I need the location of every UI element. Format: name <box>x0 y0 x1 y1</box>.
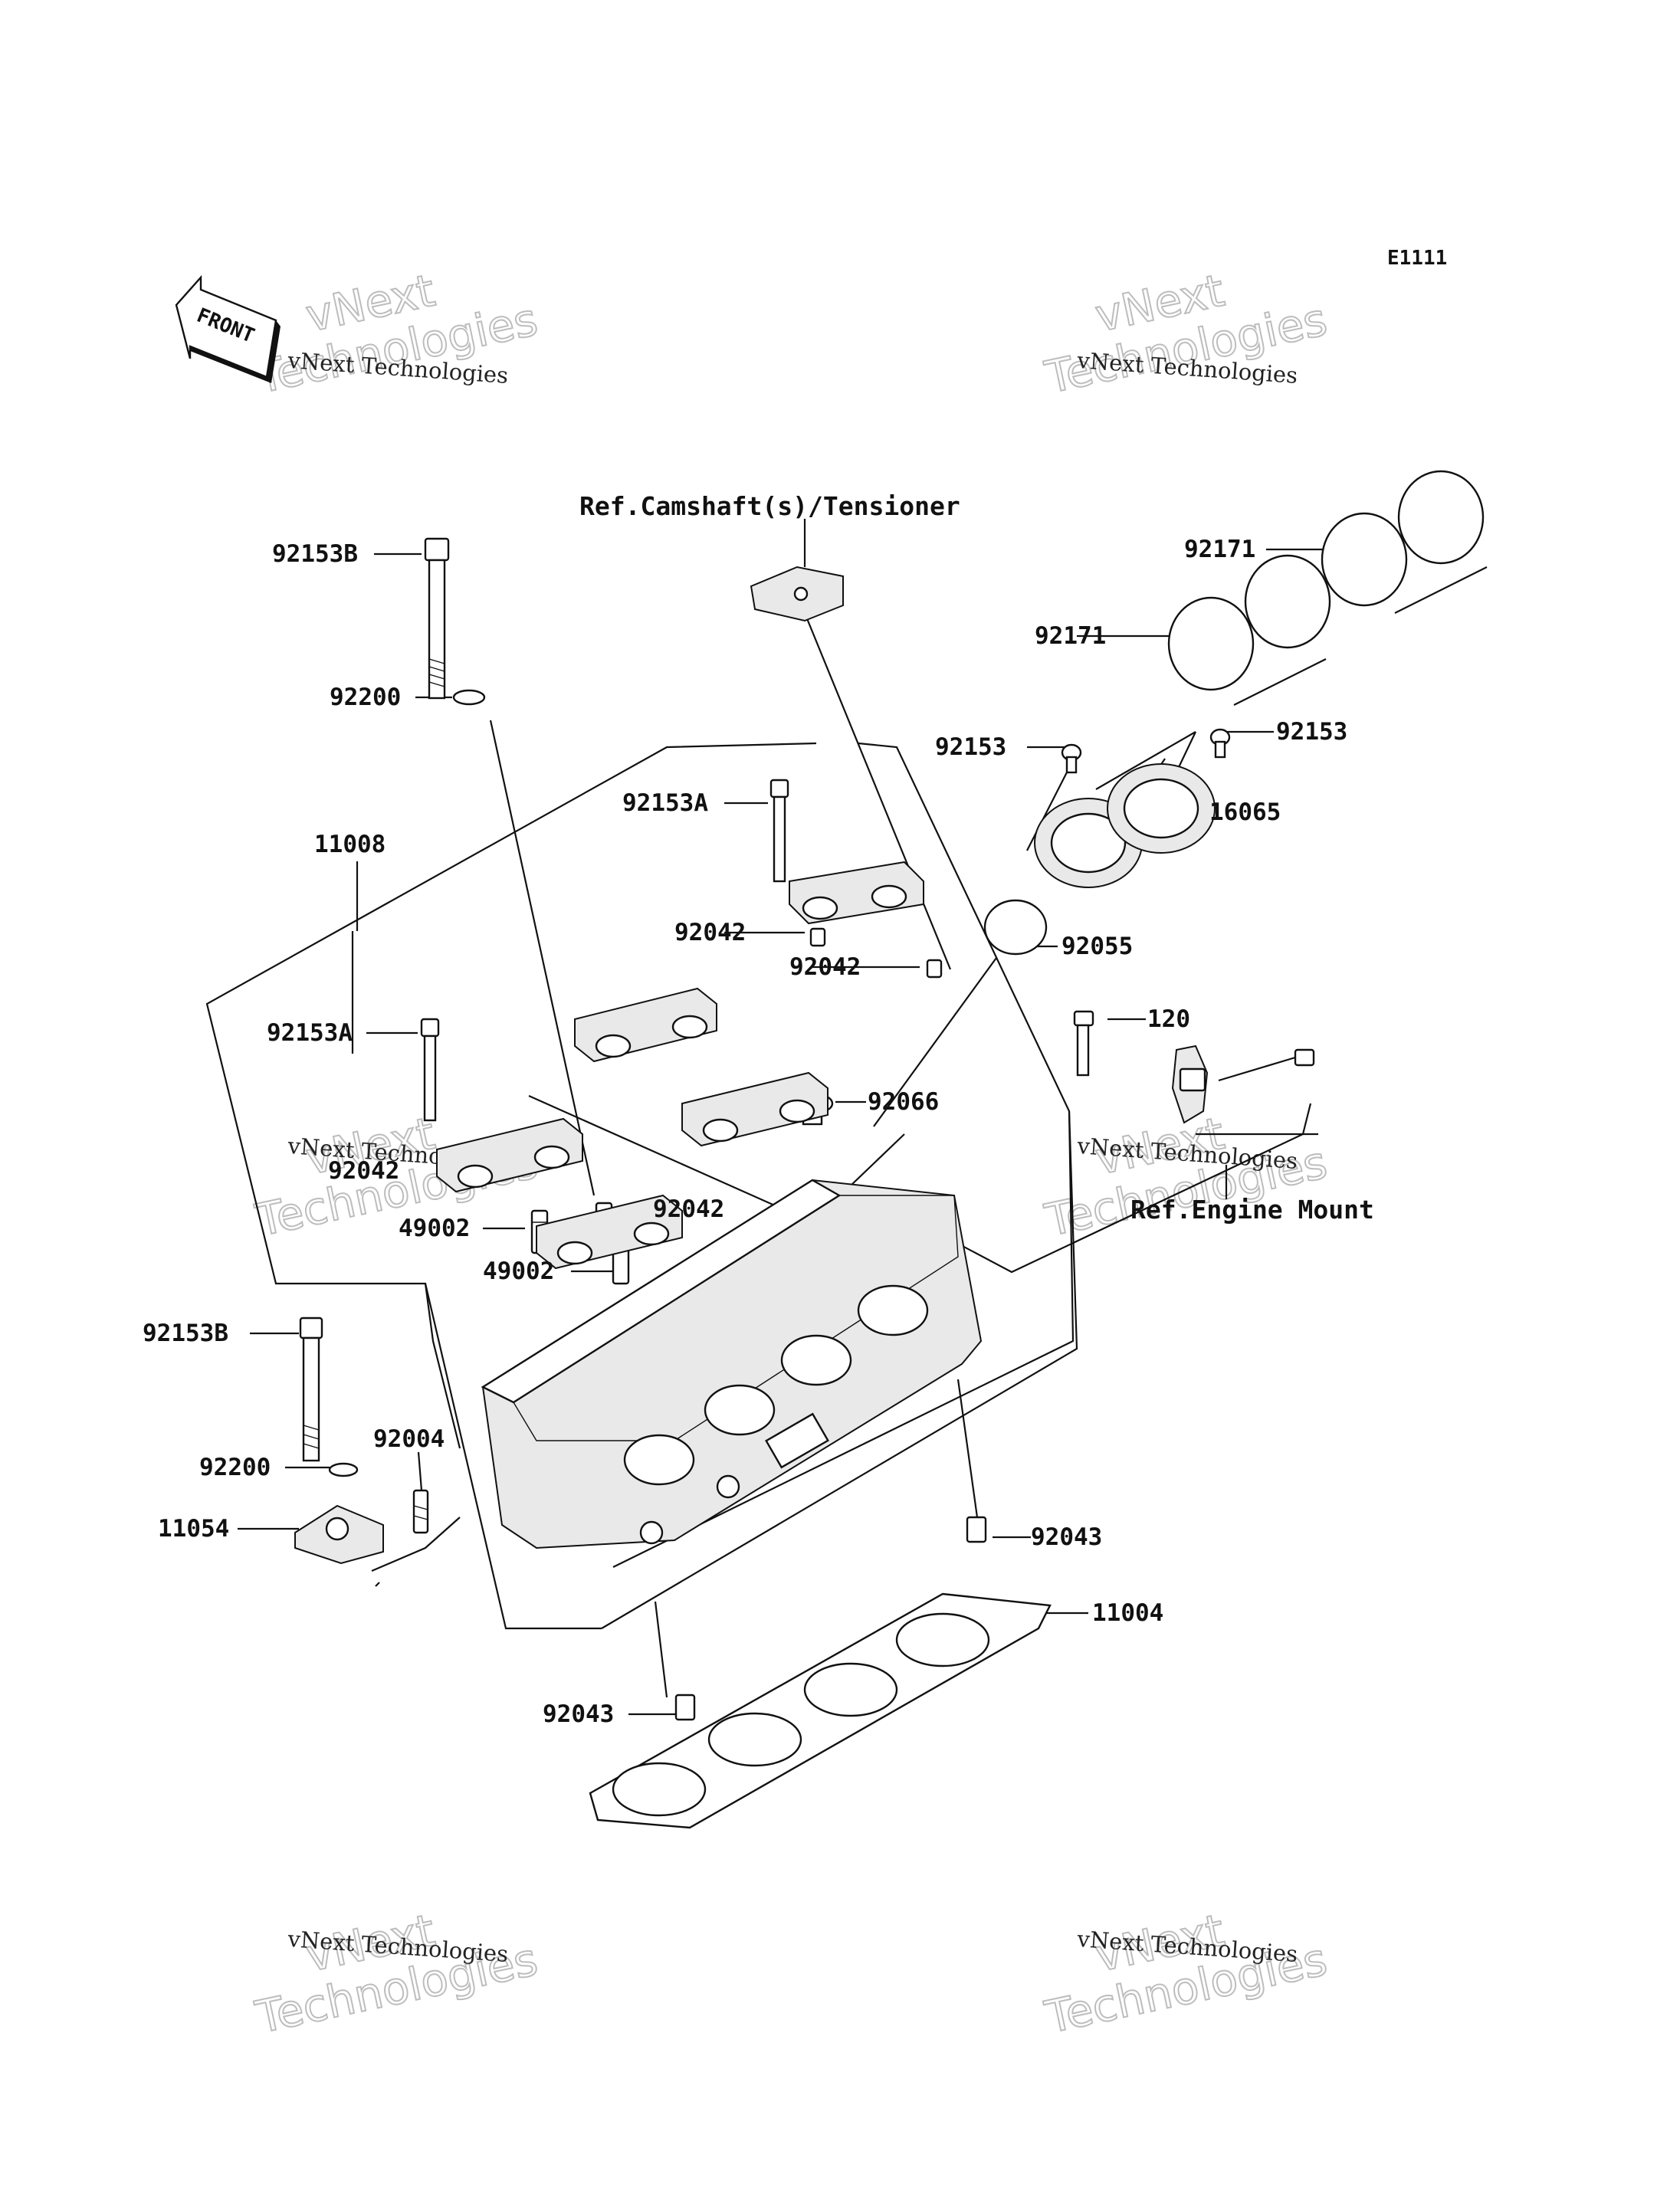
camshaft-cap-4 <box>536 1194 683 1270</box>
dowel-92043-upper <box>966 1516 987 1543</box>
part-label[interactable]: 92066 <box>868 1088 939 1116</box>
bolt-92153A-left <box>420 1018 440 1122</box>
head-gasket-11004 <box>589 1592 1052 1829</box>
part-label[interactable]: 11008 <box>314 831 386 858</box>
o-ring-92055 <box>983 899 1048 956</box>
assembly-bracket-lines <box>205 742 1312 1630</box>
camshaft-cap-2 <box>681 1071 829 1147</box>
bolt-92153-right <box>1209 728 1231 759</box>
stud-92004 <box>412 1489 429 1534</box>
part-label[interactable]: 92042 <box>328 1157 399 1185</box>
engine-hanger-11054 <box>294 1504 384 1565</box>
part-label[interactable]: 92153A <box>267 1019 353 1047</box>
dowel-92042-b <box>926 959 943 979</box>
part-label[interactable]: 92200 <box>330 684 401 711</box>
clamp-92171-set <box>1167 470 1488 706</box>
part-label[interactable]: 16065 <box>1209 798 1281 826</box>
part-label[interactable]: 92200 <box>199 1454 271 1481</box>
tensioner-cap <box>750 566 844 622</box>
part-label[interactable]: 92153B <box>143 1320 228 1347</box>
bolt-120 <box>1073 1010 1094 1077</box>
ref-camshaft-label: Ref.Camshaft(s)/Tensioner <box>579 491 960 521</box>
engine-mount-bracket <box>1171 1044 1315 1124</box>
part-label[interactable]: 92153B <box>272 540 358 568</box>
part-label[interactable]: 92171 <box>1035 622 1106 650</box>
part-label[interactable]: 92055 <box>1061 933 1133 960</box>
part-label[interactable]: 92004 <box>373 1425 445 1453</box>
cylinder-head <box>481 1179 983 1549</box>
camshaft-cap-1 <box>574 987 717 1063</box>
part-label[interactable]: 92153 <box>1276 718 1347 746</box>
part-label[interactable]: 120 <box>1147 1005 1190 1033</box>
bolt-92153B-top <box>424 537 450 700</box>
intake-holder-16065 <box>1034 763 1216 888</box>
bolt-92153-left <box>1061 743 1082 774</box>
part-label[interactable]: 92171 <box>1184 536 1255 563</box>
part-label[interactable]: 11004 <box>1092 1599 1163 1627</box>
dowel-92043-lower <box>674 1694 696 1721</box>
part-label[interactable]: 49002 <box>483 1258 554 1285</box>
camshaft-cap-3 <box>436 1117 583 1193</box>
bolt-92153B-lower <box>299 1317 323 1462</box>
ref-engine-mount-label: Ref.Engine Mount <box>1130 1195 1374 1225</box>
part-labels: 92153B 92200 92153A 11008 92042 92042 92… <box>143 536 1347 1728</box>
washer-92200-top <box>452 689 486 706</box>
camshaft-cap-top <box>789 861 924 925</box>
washer-92200-lower <box>328 1462 359 1477</box>
front-arrow-icon: FRONT <box>175 274 281 383</box>
diagram-code: E1111 <box>1387 247 1447 270</box>
part-label[interactable]: 49002 <box>399 1215 470 1242</box>
part-label[interactable]: 92042 <box>653 1195 724 1223</box>
part-label[interactable]: 92153 <box>935 733 1006 761</box>
part-label[interactable]: 92042 <box>674 919 746 946</box>
part-label[interactable]: 11054 <box>158 1515 229 1543</box>
part-label[interactable]: 92153A <box>622 789 708 817</box>
bolt-92153A-upper <box>769 779 789 883</box>
dowel-92042-a <box>809 927 826 947</box>
part-label[interactable]: 92043 <box>543 1700 614 1728</box>
part-label[interactable]: 92042 <box>789 953 861 981</box>
part-label[interactable]: 92043 <box>1031 1523 1102 1551</box>
